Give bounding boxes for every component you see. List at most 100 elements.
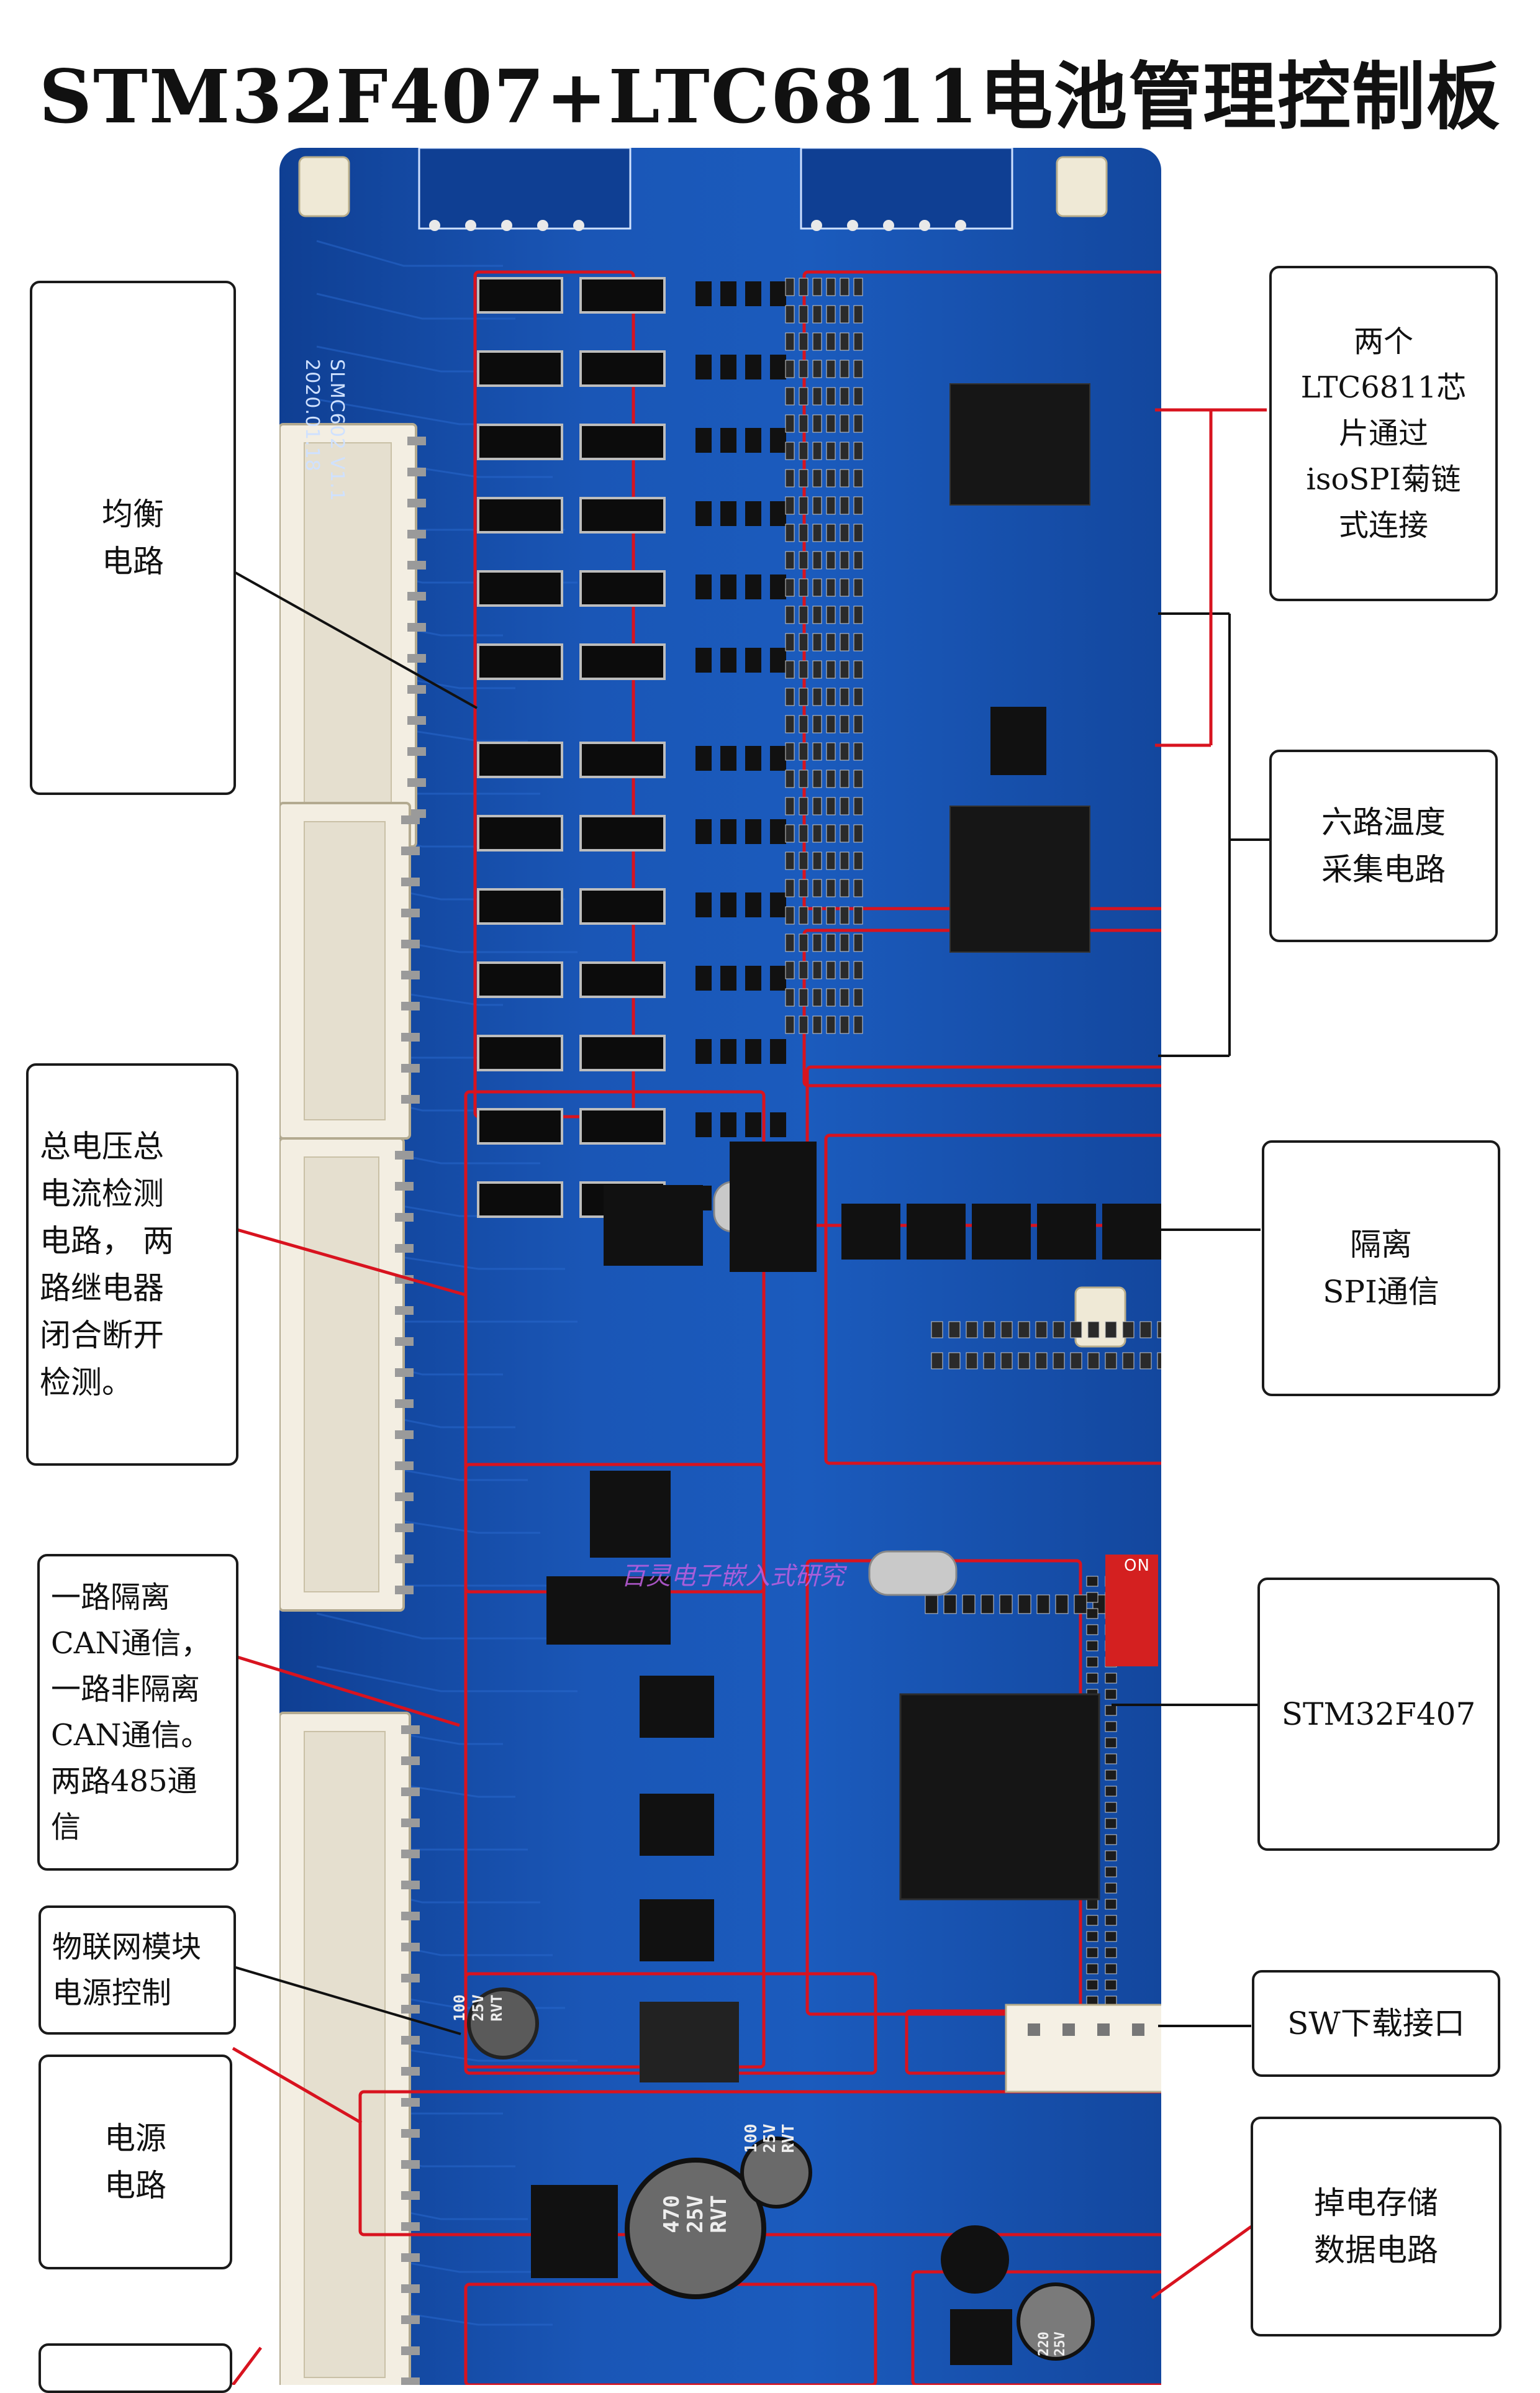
callout-balance-circuit: 均衡 电路: [30, 281, 236, 795]
inductor: [941, 2225, 1009, 2294]
smd-part: [826, 387, 836, 406]
smd-part: [785, 305, 795, 324]
balance-resistor: [477, 961, 563, 998]
smd-part: [785, 715, 795, 733]
connector-pin: [401, 1881, 420, 1889]
balance-resistor: [477, 742, 563, 778]
smd-part: [799, 524, 808, 542]
pcb-drawing: [279, 148, 1161, 2385]
smd-part: [853, 305, 863, 324]
smd-part: [983, 1352, 995, 1369]
smd-part: [785, 879, 795, 897]
smd-part: [785, 387, 795, 406]
capacitor-label-100a: 100 25V RVT: [742, 2123, 798, 2153]
smd-part: [983, 1321, 995, 1338]
smd-part: [853, 660, 863, 679]
mosfet: [720, 746, 736, 771]
callout-isolated-spi: 隔离 SPI通信: [1262, 1140, 1500, 1396]
pcb-trace: [316, 1612, 565, 1640]
smd-part: [785, 797, 795, 815]
pin: [955, 220, 966, 231]
smd-part: [853, 879, 863, 897]
smd-part: [799, 414, 808, 433]
smd-part: [1086, 1947, 1098, 1958]
smd-part: [1035, 1352, 1048, 1369]
smd-part: [812, 442, 822, 460]
balance-resistor: [579, 1108, 666, 1145]
smd-part: [826, 797, 836, 815]
smd-part: [931, 1352, 943, 1369]
annotation-outline: [905, 2009, 1161, 2075]
smd-part: [1105, 1352, 1117, 1369]
smd-part: [1105, 1673, 1117, 1684]
smd-part: [1105, 1786, 1117, 1797]
smd-part: [840, 879, 849, 897]
smd-part: [799, 442, 808, 460]
smd-part: [1105, 1947, 1117, 1958]
smd-part: [853, 332, 863, 351]
mosfet: [695, 355, 712, 379]
interface-chip: [640, 1899, 714, 1961]
mosfet: [720, 648, 736, 673]
smd-part: [1105, 1931, 1117, 1942]
smd-part: [853, 469, 863, 488]
smd-part: [1139, 1321, 1152, 1338]
connector-pin: [401, 2005, 420, 2014]
smd-part: [826, 524, 836, 542]
mosfet: [695, 574, 712, 599]
smd-part: [785, 578, 795, 597]
pin: [883, 220, 894, 231]
connector-pin: [395, 1586, 414, 1594]
ltc6811-chip-2: [949, 806, 1090, 953]
mosfet: [745, 1039, 761, 1064]
smd-part: [785, 770, 795, 788]
smd-part: [853, 278, 863, 296]
balance-resistor: [579, 424, 666, 460]
balance-resistor: [579, 1035, 666, 1071]
mosfet: [745, 1112, 761, 1137]
smd-part: [826, 606, 836, 624]
mosfet: [720, 819, 736, 844]
smd-part: [812, 824, 822, 843]
power-regulator: [531, 2185, 618, 2278]
pin: [811, 220, 822, 231]
smd-part: [840, 551, 849, 570]
mosfet: [770, 746, 786, 771]
smd-part: [1139, 1352, 1152, 1369]
smd-part: [1086, 1899, 1098, 1910]
connector-pin: [395, 1306, 414, 1315]
smd-part: [1105, 1979, 1117, 1991]
balance-resistor: [477, 1108, 563, 1145]
annotation-outline: [358, 2090, 1161, 2236]
mosfet: [695, 281, 712, 306]
sw-header: [1005, 2004, 1161, 2093]
smd-part: [840, 797, 849, 815]
opto-isolator: [907, 1204, 966, 1260]
mosfet: [720, 1039, 736, 1064]
connector-pin: [401, 1787, 420, 1796]
smd-part: [1157, 1321, 1161, 1338]
sw-pin: [1028, 2023, 1040, 2036]
smd-part: [1018, 1594, 1031, 1614]
connector-pin: [407, 499, 426, 507]
smd-part: [1086, 1640, 1098, 1651]
smd-part: [826, 933, 836, 952]
mosfet: [695, 648, 712, 673]
annotation-outline: [805, 1065, 1161, 1227]
smd-part: [812, 933, 822, 952]
opto-isolator: [841, 1204, 900, 1260]
smd-part: [853, 606, 863, 624]
mosfet: [720, 355, 736, 379]
connector-slot: [304, 821, 386, 1120]
smd-part: [1157, 1352, 1161, 1369]
annotation-outline: [464, 2282, 877, 2385]
mosfet: [745, 355, 761, 379]
connector-pin: [401, 2253, 420, 2262]
mosfet: [745, 746, 761, 771]
smd-part: [1105, 1753, 1117, 1764]
smd-part: [826, 988, 836, 1007]
connector-pin: [401, 1974, 420, 1982]
smd-part: [1105, 1705, 1117, 1716]
smd-part: [1053, 1352, 1065, 1369]
mosfet: [745, 281, 761, 306]
